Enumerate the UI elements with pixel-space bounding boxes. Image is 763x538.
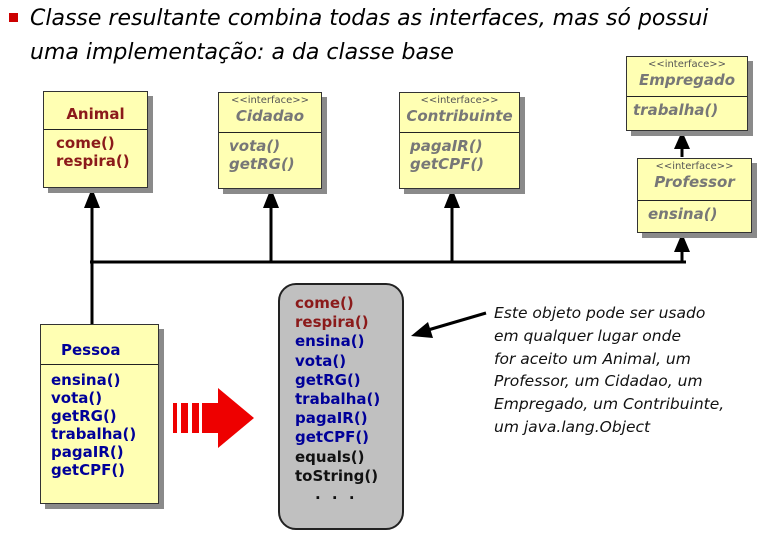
method-ensina: ensina() — [51, 371, 121, 389]
note-line-3: for aceito um Animal, um — [494, 349, 691, 368]
object-method-vota: vota() — [295, 351, 347, 370]
object-method-trabalha: trabalha() — [295, 390, 381, 409]
red-arrow-icon — [175, 388, 254, 448]
class-animal: Animal come() respira() — [43, 91, 148, 188]
heading-line-1: Classe resultante combina todas as inter… — [30, 6, 709, 31]
note-line-5: Empregado, um Contribuinte, — [494, 395, 725, 414]
method-vota: vota() — [229, 137, 281, 155]
method-trabalha: trabalha() — [51, 425, 137, 443]
arrowhead-empregado — [674, 131, 690, 149]
bullet-icon — [9, 13, 18, 22]
interface-empregado-name: Empregado — [638, 71, 736, 89]
method-getrg: getRG() — [229, 155, 295, 173]
object-method-getrg: getRG() — [295, 370, 361, 389]
arrowhead-animal — [84, 188, 100, 208]
stereotype-label: <<interface>> — [655, 161, 734, 172]
method-come: come() — [56, 134, 115, 152]
method-pagair: pagaIR() — [51, 443, 124, 461]
interface-cidadao-name: Cidadao — [235, 107, 305, 125]
note-text: Este objeto pode ser usado em qualquer l… — [494, 302, 754, 439]
method-ensina: ensina() — [648, 205, 718, 223]
note-line-1: Este objeto pode ser usado — [494, 304, 706, 322]
note-pointer-arrowhead — [411, 322, 433, 338]
class-pessoa-name: Pessoa — [61, 341, 121, 359]
object-method-come: come() — [295, 294, 354, 312]
method-getrg: getRG() — [51, 407, 117, 425]
object-method-respira: respira() — [295, 313, 369, 332]
arrowhead-cidadao — [263, 188, 279, 208]
object-ellipsis: . . . — [315, 485, 358, 504]
interface-empregado: <<interface>> Empregado trabalha() — [626, 56, 748, 131]
object-method-ensina: ensina() — [295, 332, 365, 351]
object-method-pagair: pagaIR() — [295, 409, 368, 428]
method-trabalha: trabalha() — [633, 101, 719, 119]
method-getcpf: getCPF() — [410, 155, 485, 173]
interface-contribuinte: <<interface>> Contribuinte pagaIR() getC… — [399, 92, 520, 189]
note-line-4: Professor, um Cidadao, um — [494, 372, 703, 391]
arrowhead-professor — [674, 233, 690, 252]
interface-contribuinte-name: Contribuinte — [406, 107, 513, 125]
stereotype-label: <<interface>> — [230, 95, 310, 106]
interface-cidadao: <<interface>> Cidadao vota() getRG() — [218, 92, 322, 189]
class-pessoa: Pessoa ensina() vota() getRG() trabalha(… — [40, 324, 159, 504]
red-arrow-stripes — [173, 403, 199, 433]
object-method-equals: equals() — [295, 447, 365, 466]
method-vota: vota() — [51, 389, 103, 407]
method-respira: respira() — [56, 152, 130, 170]
object-method-tostring: toString() — [295, 466, 379, 485]
slide-heading: Classe resultante combina todas as inter… — [30, 2, 760, 70]
object-method-getcpf: getCPF() — [295, 428, 370, 447]
method-getcpf: getCPF() — [51, 461, 126, 479]
note-line-6: um java.lang.Object — [494, 417, 651, 436]
object-instance: come() respira() ensina() vota() getRG()… — [278, 283, 404, 530]
heading-line-2: uma implementação: a da classe base — [30, 40, 454, 65]
note-pointer-line — [427, 311, 487, 332]
method-pagair: pagaIR() — [410, 137, 483, 155]
arrowhead-contribuinte — [444, 188, 460, 208]
stereotype-label: <<interface>> — [420, 95, 499, 106]
interface-professor: <<interface>> Professor ensina() — [637, 158, 752, 233]
stereotype-label: <<interface>> — [647, 59, 727, 70]
class-animal-name: Animal — [66, 105, 125, 123]
note-line-2: em qualquer lugar onde — [494, 326, 681, 345]
interface-professor-name: Professor — [654, 173, 735, 191]
